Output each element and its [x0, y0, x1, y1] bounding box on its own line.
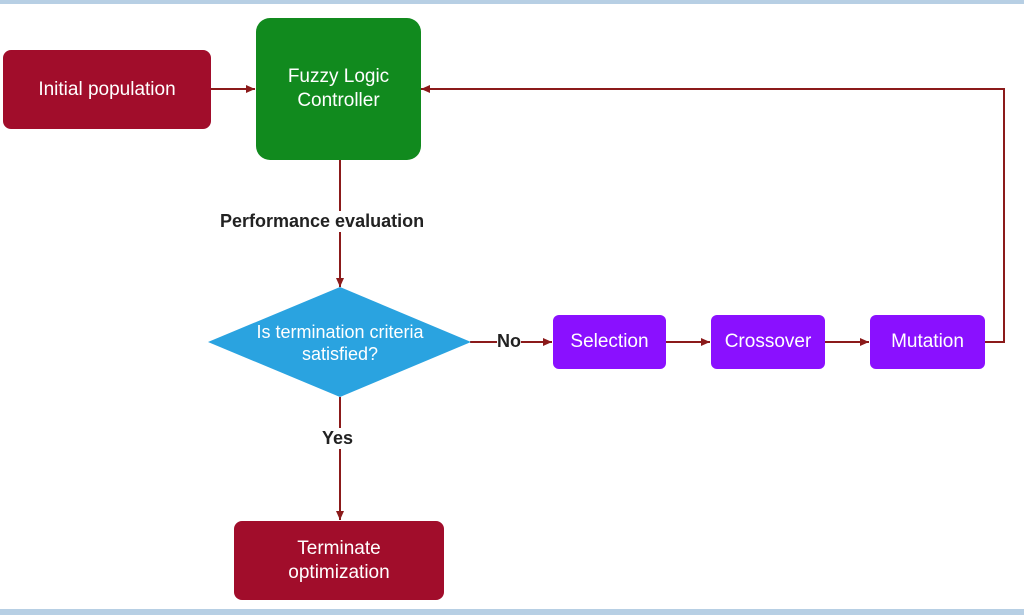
node-selection-label: Selection: [570, 331, 649, 353]
node-crossover-label: Crossover: [724, 331, 812, 353]
node-mutation: Mutation: [870, 315, 985, 369]
node-initial-population-label: Initial population: [38, 78, 176, 100]
label-no: No: [497, 331, 521, 352]
node-initial-population: Initial population: [3, 50, 211, 129]
top-border: [0, 0, 1024, 4]
node-selection: Selection: [553, 315, 666, 369]
bottom-border: [0, 609, 1024, 615]
node-crossover: Crossover: [711, 315, 825, 369]
node-termination-check-label: Is termination criteria satisfied?: [256, 321, 424, 365]
decision-diamond: [208, 287, 471, 397]
node-fuzzy-logic-controller-label: Fuzzy Logic Controller: [287, 66, 390, 111]
node-terminate-optimization-label: Terminate optimization: [288, 537, 390, 583]
label-yes: Yes: [322, 428, 354, 449]
label-performance-evaluation: Performance evaluation: [220, 211, 425, 232]
edge-mutation-to-controller: [421, 85, 1005, 343]
node-fuzzy-logic-controller: Fuzzy Logic Controller: [256, 18, 421, 160]
node-mutation-label: Mutation: [891, 331, 964, 353]
node-terminate-optimization: Terminate optimization: [234, 521, 444, 600]
